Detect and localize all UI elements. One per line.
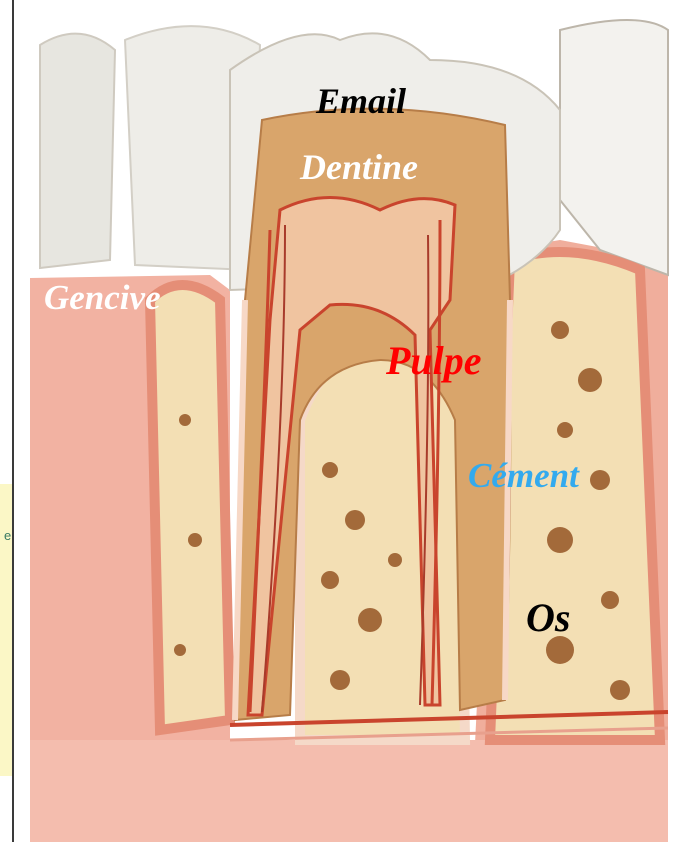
bone-right [490,252,660,740]
lower-tissue [30,740,668,842]
neighbor-tooth-left [40,34,115,268]
label-os: Os [526,594,570,641]
label-gencive: Gencive [44,278,161,318]
label-cement: Cément [468,456,579,496]
label-dentine: Dentine [300,146,418,188]
neighbor-tooth-right [560,20,668,275]
bone-left [150,285,230,730]
label-email: Email [316,80,406,122]
label-pulpe: Pulpe [386,337,482,384]
